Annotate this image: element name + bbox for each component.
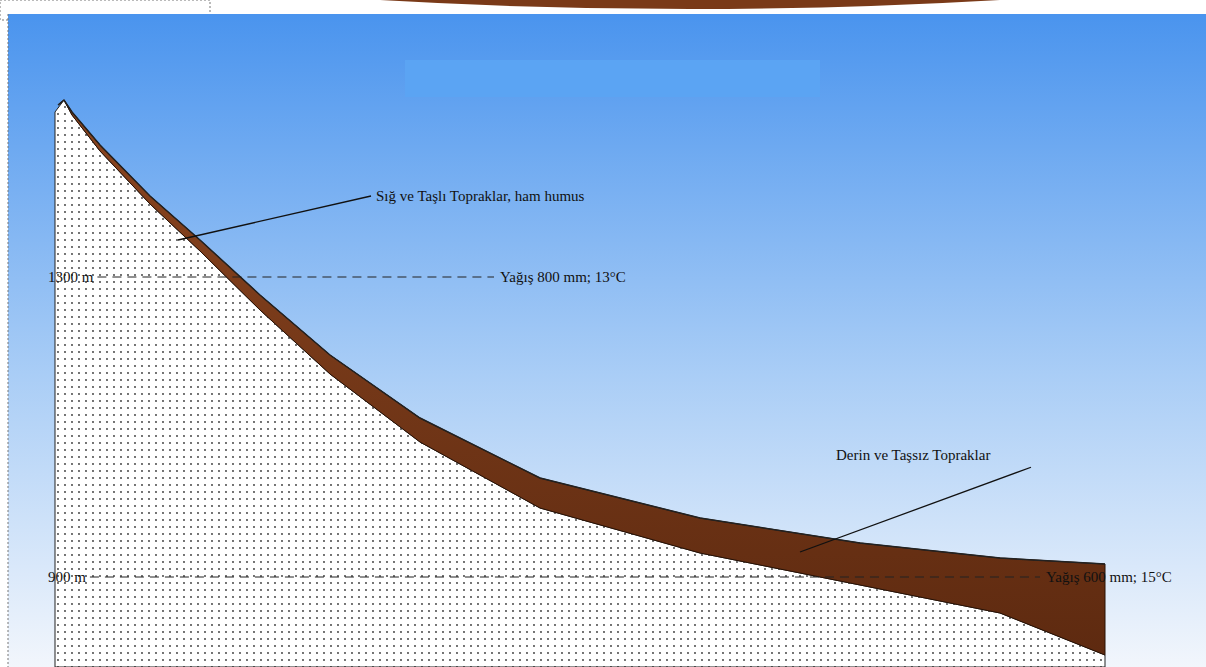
- leader-line: [800, 467, 1031, 552]
- elevation-line: [90, 577, 1040, 578]
- elevation-label: 900 m: [48, 569, 86, 586]
- frame-edge: [8, 14, 9, 667]
- climate-label: Yağış 600 mm; 15°C: [1046, 569, 1172, 586]
- title-box: [405, 60, 820, 97]
- soil-label: Derin ve Taşsız Topraklar: [836, 447, 990, 464]
- elevation-line: [97, 277, 494, 278]
- sky-background: [8, 14, 1206, 667]
- leader-line: [178, 196, 371, 240]
- climate-label: Yağış 800 mm; 13°C: [500, 269, 626, 286]
- bedrock: [55, 100, 1105, 667]
- elevation-label: 1300 m: [48, 269, 93, 286]
- soil-layer: [58, 100, 1105, 655]
- soil-label: Sığ ve Taşlı Topraklar, ham humus: [376, 188, 584, 205]
- top-soil-fragment: [380, 0, 1000, 9]
- slope-surface: [58, 100, 1105, 564]
